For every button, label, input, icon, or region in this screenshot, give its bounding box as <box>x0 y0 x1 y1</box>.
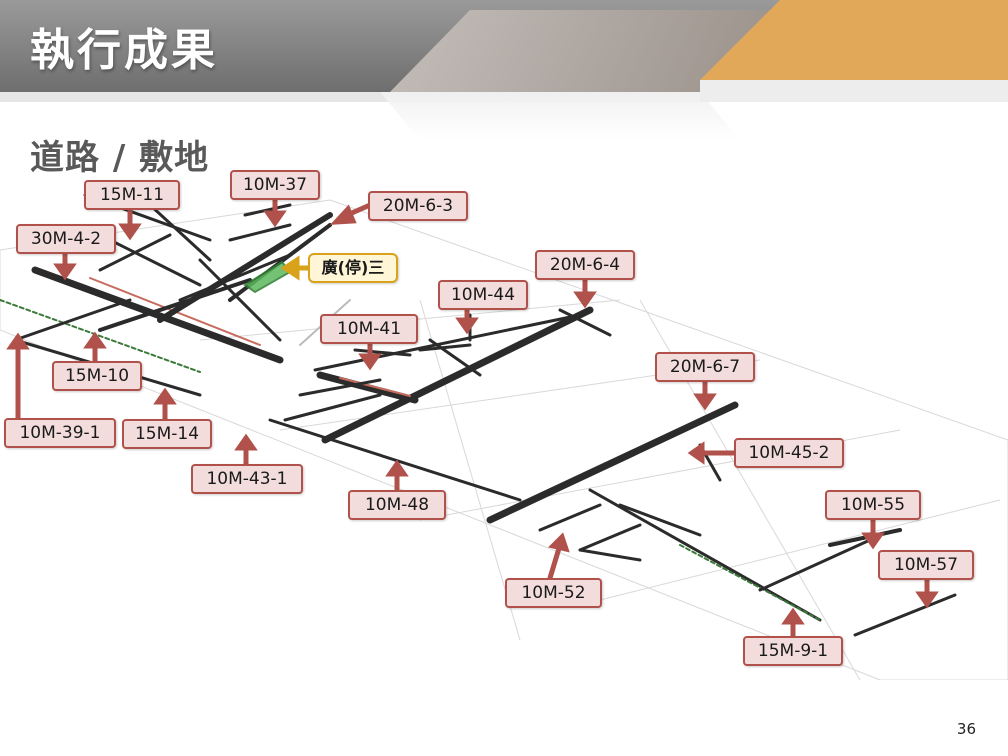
plaza-arrow <box>280 255 310 281</box>
label-20m-6-7: 20M-6-7 <box>655 352 755 382</box>
header-banner <box>0 0 1008 140</box>
callout-arrows <box>6 195 939 639</box>
section-subtitle: 道路 / 敷地 <box>30 138 210 178</box>
southeast-road-network <box>486 401 957 637</box>
central-road-network <box>268 306 612 502</box>
label-10m-57: 10M-57 <box>878 550 974 580</box>
west-road-network <box>0 193 381 397</box>
label-15m-10: 15M-10 <box>52 361 142 391</box>
label-10m-52: 10M-52 <box>505 578 602 608</box>
label-30m-4-2: 30M-4-2 <box>16 224 116 254</box>
label-20m-6-3: 20M-6-3 <box>368 191 468 221</box>
label-10m-44: 10M-44 <box>438 280 528 310</box>
label-15m-11: 15M-11 <box>84 180 180 210</box>
banner-graphic <box>0 0 1008 140</box>
slide-title: 執行成果 <box>30 25 218 76</box>
label-10m-43-1: 10M-43-1 <box>191 464 303 494</box>
label-20m-6-4: 20M-6-4 <box>535 250 635 280</box>
label-10m-55: 10M-55 <box>825 490 921 520</box>
label-10m-37: 10M-37 <box>230 170 320 200</box>
label-10m-39-1: 10M-39-1 <box>4 418 116 448</box>
page-number: 36 <box>956 720 976 738</box>
label-15m-9-1: 15M-9-1 <box>743 636 843 666</box>
label-10m-41: 10M-41 <box>320 314 418 344</box>
label-10m-45-2: 10M-45-2 <box>734 438 844 468</box>
label-plaza-parking-3: 廣(停)三 <box>308 253 398 283</box>
label-10m-48: 10M-48 <box>348 490 446 520</box>
label-15m-14: 15M-14 <box>122 419 212 449</box>
